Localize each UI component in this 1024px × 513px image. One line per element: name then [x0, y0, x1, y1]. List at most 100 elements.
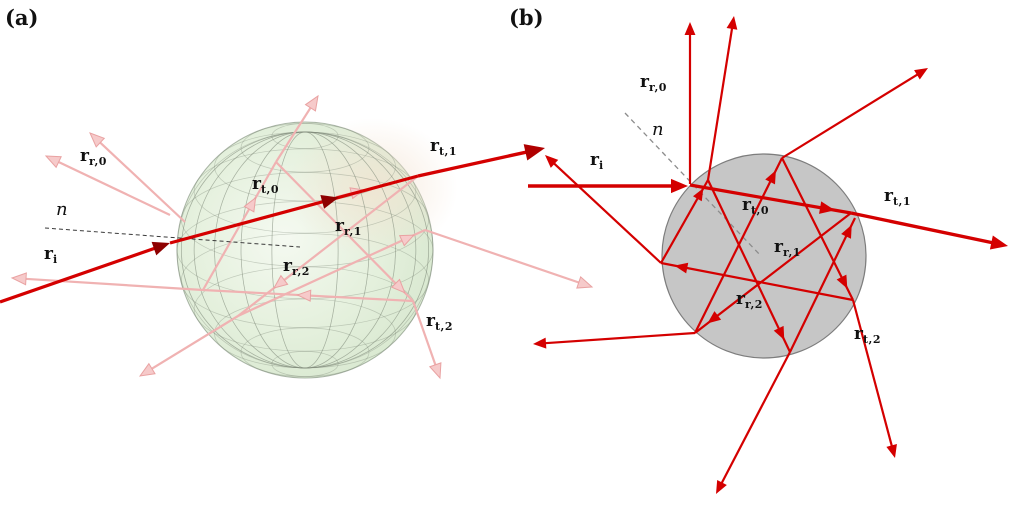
exit-downleft-a: [145, 315, 239, 374]
exit-tilt-up-b-arrowhead: [726, 16, 738, 30]
label-r-r1-b: rr,1: [774, 237, 801, 259]
sphere-longitude-line: [240, 131, 370, 369]
label-r-t2-b-main: r: [854, 324, 863, 344]
label-n-b: n: [652, 121, 664, 139]
exit-transmit2-b: [851, 299, 895, 453]
chord-reflect1-a: [237, 175, 419, 317]
ray-incident-b-arrowhead: [671, 178, 688, 194]
normal-dashed-line: [624, 112, 762, 257]
sphere-longitude-line: [176, 131, 434, 369]
ray-reflect0b-a: [94, 136, 186, 223]
ray-transmit1-b-arrowhead: [989, 235, 1008, 250]
label-r-t0-a-subscript: t,0: [260, 183, 280, 196]
ray-reflect0-b-arrowhead: [684, 22, 696, 35]
chord-up-a: [202, 161, 277, 291]
ray-reflect0b-a-arrowhead: [89, 132, 106, 148]
exit-right-a-arrowhead: [576, 276, 594, 289]
normal-dashed-line: [44, 227, 301, 248]
label-r-i-b-subscript: i: [598, 159, 604, 172]
sphere-longitude-line: [214, 131, 396, 369]
exit-downleft-b-arrowhead: [716, 479, 727, 494]
ray-transmit0-a-arrowhead: [320, 194, 339, 209]
chord-reflect1-a-arrowhead: [272, 274, 289, 289]
label-r-r2-a: rr,2: [283, 258, 310, 278]
label-r-t1-a: rt,1: [430, 136, 458, 158]
label-r-r0-a: rr,0: [80, 146, 107, 168]
exit-transmit2-a: [411, 300, 439, 372]
label-r-r2-a-subscript: r,2: [291, 265, 310, 278]
label-r-i-b: ri: [590, 152, 604, 172]
chord-up-a-arrowhead: [243, 196, 257, 213]
sphere-longitude-line: [181, 131, 429, 369]
label-r-t1-a-main: r: [430, 136, 439, 156]
label-r-r0-b-subscript: r,0: [648, 81, 667, 94]
exit-transmit2-b-arrowhead: [886, 444, 897, 458]
sphere-longitude-line: [271, 131, 339, 369]
exit-transmit2-a-arrowhead: [428, 362, 442, 380]
chord-reflect2-a-arrowhead: [398, 234, 415, 247]
ray-transmit1-b: [850, 211, 1001, 246]
sphere-latitude-line: [240, 327, 370, 377]
chord-transmit0-b-arrowhead: [819, 201, 835, 214]
label-n-a: n: [56, 201, 68, 219]
chord-7-b: [789, 217, 856, 353]
sphere-longitude-line: [271, 131, 339, 369]
label-r-t0-a: rt,0: [252, 174, 280, 196]
sphere-longitude-line: [240, 131, 370, 369]
sphere-longitude-line: [214, 131, 396, 369]
label-r-i-a: ri: [44, 246, 58, 266]
label-r-r1-a: rr,1: [335, 218, 362, 238]
sphere-longitude-line: [181, 131, 429, 369]
label-r-r0-a-subscript: r,0: [88, 155, 107, 168]
label-r-t2-a: rt,2: [426, 311, 454, 333]
label-r-t1-b-main: r: [884, 186, 893, 206]
label-r-r1-b-subscript: r,1: [782, 246, 801, 259]
label-r-t2-b-subscript: t,2: [862, 333, 882, 346]
label-r-t0-a-main: r: [252, 174, 261, 194]
ray-reflect0a-a: [51, 158, 171, 216]
label-r-t2-a-main: r: [426, 311, 435, 331]
chord-4-b-arrowhead: [674, 262, 689, 274]
label-r-t0-b-subscript: t,0: [750, 204, 770, 217]
exit-upleft-b: [549, 158, 662, 264]
sphere-latitude-line: [181, 233, 429, 328]
exit-top-a-arrowhead: [304, 94, 319, 112]
label-n-a-main: n: [56, 199, 68, 220]
ray-transmit1-a: [417, 148, 536, 178]
chord-1-b-arrowhead: [707, 311, 722, 324]
exit-downleft-a-arrowhead: [138, 362, 156, 377]
label-r-r2-b-main: r: [736, 289, 745, 309]
sphere-latitude-line: [271, 351, 339, 377]
label-r-t1-a-subscript: t,1: [438, 145, 458, 158]
sphere-latitude-line: [271, 123, 339, 149]
label-r-r2-b: rr,2: [736, 289, 763, 311]
label-r-t0-b-main: r: [742, 195, 751, 215]
label-r-r0-b-main: r: [640, 72, 649, 92]
exit-downleft-b: [718, 351, 791, 489]
chord-3-b: [781, 157, 854, 301]
label-r-r2-b-subscript: r,2: [744, 298, 763, 311]
chord-2-b-arrowhead: [765, 170, 776, 185]
exit-left-a-arrowhead: [10, 272, 27, 286]
sphere-latitude-line: [193, 148, 417, 234]
panel-a-tag: (a): [5, 5, 39, 30]
chord-3-b-arrowhead: [836, 274, 848, 289]
label-r-r1-b-main: r: [774, 237, 783, 257]
ray-incident-a: [0, 244, 163, 304]
exit-top-a: [275, 101, 316, 163]
chord-7-b-arrowhead: [841, 224, 852, 239]
panel-b-tag: (b): [509, 5, 544, 30]
exit-left-b: [539, 331, 696, 345]
sphere-latitude-line: [214, 131, 396, 202]
ray-incident-a-arrowhead: [151, 241, 170, 256]
exit-tilt-up-b: [706, 22, 735, 181]
label-r-t2-a-subscript: t,2: [434, 320, 454, 333]
chord-6-b: [707, 179, 791, 353]
label-r-r0-a-main: r: [80, 146, 89, 166]
label-r-t1-b-subscript: t,1: [892, 195, 912, 208]
exit-left-a: [18, 277, 204, 292]
label-n-b-main: n: [652, 119, 664, 140]
ray-transmit1-a-arrowhead: [523, 144, 545, 161]
label-r-r0-b: rr,0: [640, 72, 667, 94]
